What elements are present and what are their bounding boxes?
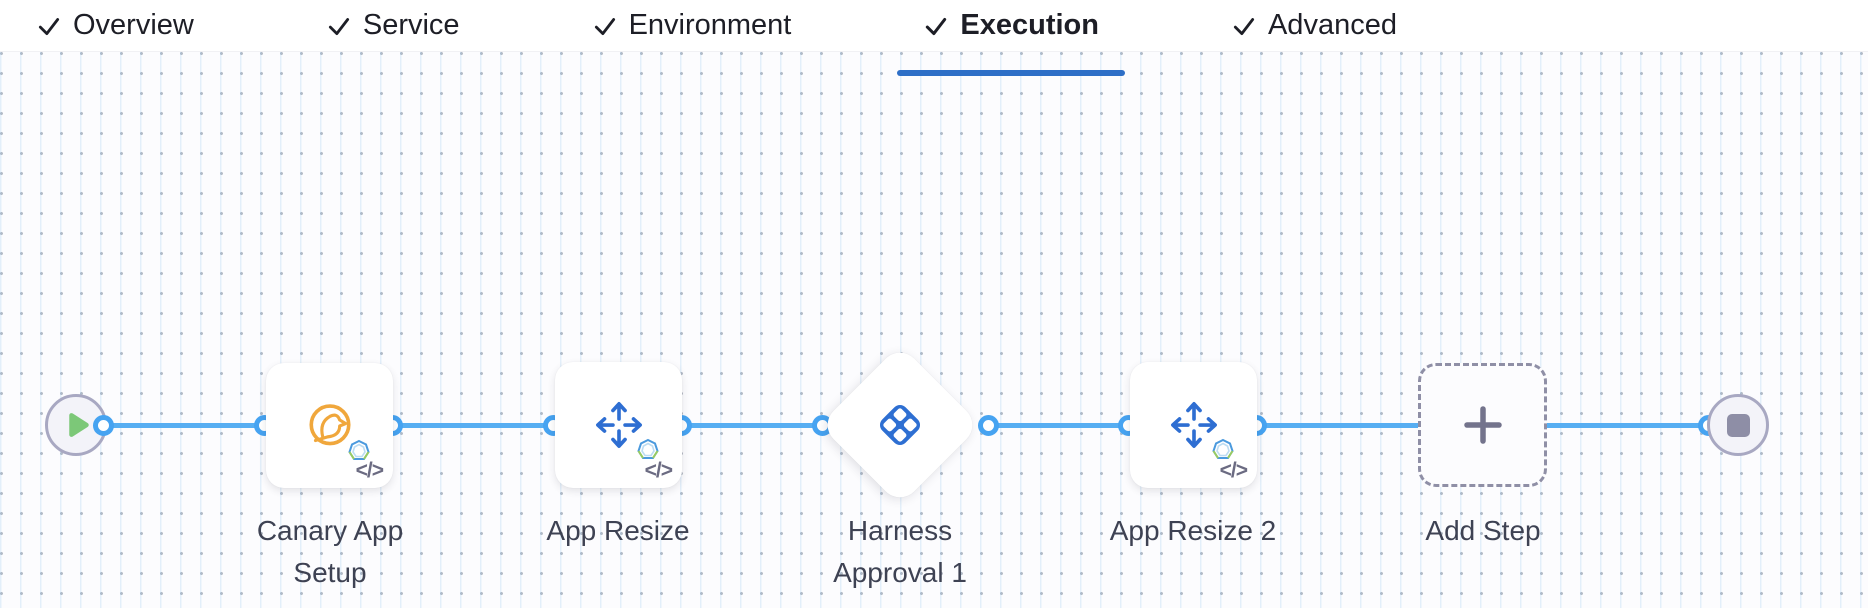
hexagon-badge-icon (1211, 438, 1234, 459)
tab-overview[interactable]: Overview (36, 3, 194, 48)
tab-label: Advanced (1267, 9, 1397, 41)
tab-label: Execution (960, 9, 1099, 41)
tab-execution[interactable]: Execution (897, 3, 1125, 76)
move-arrows-icon (1170, 402, 1217, 448)
approval-node-harness-approval-1[interactable] (819, 344, 981, 506)
play-icon (68, 413, 89, 437)
checkmark-icon (1233, 17, 1255, 35)
flow-line (1543, 423, 1708, 428)
plus-icon (1463, 406, 1502, 444)
harness-logo-icon (879, 404, 921, 446)
checkmark-icon (594, 17, 615, 35)
hexagon-badge-icon (636, 438, 659, 459)
icon-wrap (298, 394, 370, 460)
step-node-app-resize-2[interactable]: </> (1130, 362, 1257, 488)
move-arrows-icon (595, 402, 642, 448)
hexagon-badge-icon (347, 439, 370, 460)
flow-line (1256, 423, 1422, 428)
checkmark-icon (38, 17, 60, 35)
tab-service[interactable]: Service (326, 3, 460, 48)
flow-line (103, 423, 264, 428)
node-label-add-step: Add Step (1425, 515, 1541, 546)
node-label-app-resize-2: App Resize 2 (1109, 515, 1277, 546)
stop-icon (1726, 413, 1750, 437)
node-label-harness-approval-1: Harness Approval 1 (833, 515, 967, 588)
tab-environment[interactable]: Environment (592, 3, 792, 48)
step-node-canary-app-setup[interactable]: </> (266, 363, 393, 488)
checkmark-icon (328, 17, 349, 35)
icon-wrap (872, 397, 928, 453)
tab-label: Service (362, 9, 460, 41)
connector-port[interactable] (93, 415, 114, 436)
flow-line (988, 423, 1128, 428)
tab-advanced[interactable]: Advanced (1231, 3, 1397, 48)
code-view-icon[interactable]: </> (1219, 459, 1248, 482)
connector-port[interactable] (978, 415, 999, 436)
icon-wrap (587, 393, 659, 459)
pipeline-canvas[interactable]: </> </> (0, 52, 1868, 608)
flow-line (392, 423, 553, 428)
tab-label: Overview (73, 9, 194, 41)
step-node-app-resize[interactable]: </> (555, 362, 682, 488)
wizard-tab-bar: Overview Service Environment Execution A… (0, 0, 1868, 76)
code-view-icon[interactable]: </> (644, 459, 673, 482)
checkmark-icon (926, 17, 947, 35)
code-view-icon[interactable]: </> (355, 459, 384, 482)
node-label-app-resize: App Resize (546, 515, 690, 546)
canary-icon (308, 403, 351, 445)
add-step-button[interactable] (1418, 363, 1547, 487)
tab-label: Environment (628, 9, 792, 41)
node-label-canary-app-setup: Canary App Setup (256, 515, 404, 588)
pipeline-end-node[interactable] (1707, 394, 1769, 456)
icon-wrap (1162, 393, 1234, 459)
flow-line (681, 423, 822, 428)
